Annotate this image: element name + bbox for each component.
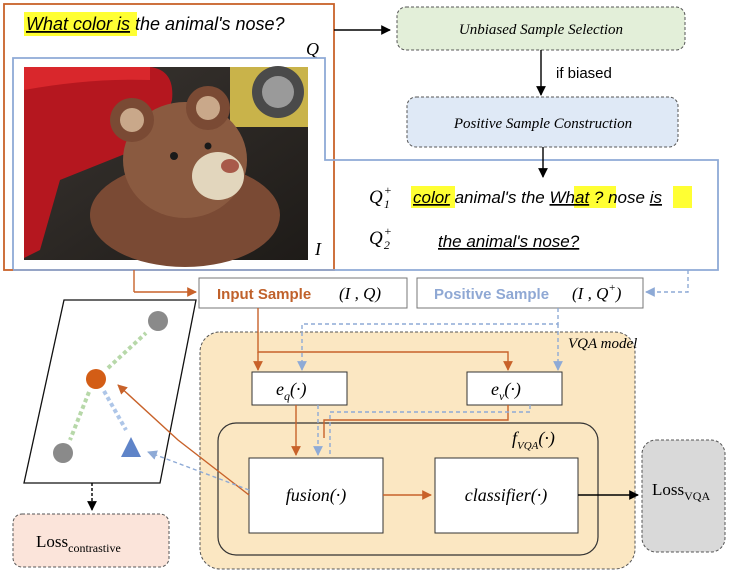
fvqa-box xyxy=(217,422,599,556)
input-sample-label: Input Sample xyxy=(217,286,311,303)
fvqa-label: fVQA(·) xyxy=(512,428,555,452)
attract-arrow xyxy=(102,390,128,431)
classifier-label: classifier(·) xyxy=(465,485,548,506)
question-part-rest: the animal's nose? xyxy=(130,14,285,34)
repel-arrow-top xyxy=(106,331,148,370)
arrow-positive-to-eq xyxy=(297,308,559,371)
positive-sample-math: (I , Q+) xyxy=(572,282,622,303)
arrow-to-positive xyxy=(645,270,689,297)
eq-label: eq(·) xyxy=(276,379,307,403)
repel-arrow-bottom xyxy=(68,391,91,441)
ev-box xyxy=(466,371,563,406)
question-text: What color is the animal's nose? xyxy=(26,14,285,34)
if-biased-label: if biased xyxy=(556,65,612,82)
unbiased-selection-box xyxy=(396,6,686,51)
loss-contrastive-box xyxy=(12,513,170,568)
input-sample-math: (I , Q) xyxy=(339,284,381,303)
classifier-box xyxy=(434,457,579,534)
loss-vqa-label: LossVQA xyxy=(652,480,710,503)
q1-token-2: animal's the xyxy=(450,188,550,207)
q1-symbol: Q+1 xyxy=(369,183,392,211)
q1-sentence: color animal's the What ? nose is xyxy=(413,188,662,207)
ev-label: ev(·) xyxy=(491,379,521,403)
q1-token-what: What xyxy=(550,188,591,207)
arrow-input-to-ev xyxy=(257,308,513,371)
q1-token-is: is xyxy=(650,188,663,207)
q1-token-color: color xyxy=(413,188,451,207)
positive-sample-point xyxy=(121,437,141,457)
fusion-label: fusion(·) xyxy=(286,485,347,506)
question-label: Q xyxy=(306,39,319,59)
arrow-fusion-to-positive xyxy=(147,450,250,491)
arrow-fusion-to-anchor xyxy=(117,384,250,496)
loss-contrastive-label: Losscontrastive xyxy=(36,532,121,555)
loss-vqa-box xyxy=(641,439,726,553)
arrow-ev-to-fusion-blue xyxy=(329,405,531,455)
image-label: I xyxy=(314,239,322,259)
q2-sentence: the animal's nose? xyxy=(438,232,580,251)
image-blue-box xyxy=(12,57,719,271)
question-highlight xyxy=(24,12,137,36)
unbiased-selection-label: Unbiased Sample Selection xyxy=(459,22,623,38)
q1-token-4: ? nose xyxy=(589,188,650,207)
input-sample-box xyxy=(198,277,408,309)
negative-sample-top xyxy=(148,311,168,331)
eq-box xyxy=(251,371,348,406)
embedding-space xyxy=(23,299,197,484)
q1-highlight-is xyxy=(673,186,692,208)
fusion-box xyxy=(248,457,384,534)
question-part-highlighted: What color is xyxy=(26,14,130,34)
q2-symbol: Q+2 xyxy=(369,224,392,252)
negative-sample-bottom xyxy=(53,443,73,463)
vqa-model-label: VQA model xyxy=(568,336,637,352)
q1-highlight-color xyxy=(411,186,455,208)
positive-sample-label: Positive Sample xyxy=(434,286,549,303)
positive-construction-box xyxy=(406,96,679,148)
teddy-bear-image xyxy=(24,66,308,267)
positive-sample-box xyxy=(416,277,644,309)
q1-highlight-what xyxy=(574,186,616,208)
positive-construction-label: Positive Sample Construction xyxy=(453,116,632,132)
anchor-sample xyxy=(86,369,106,389)
